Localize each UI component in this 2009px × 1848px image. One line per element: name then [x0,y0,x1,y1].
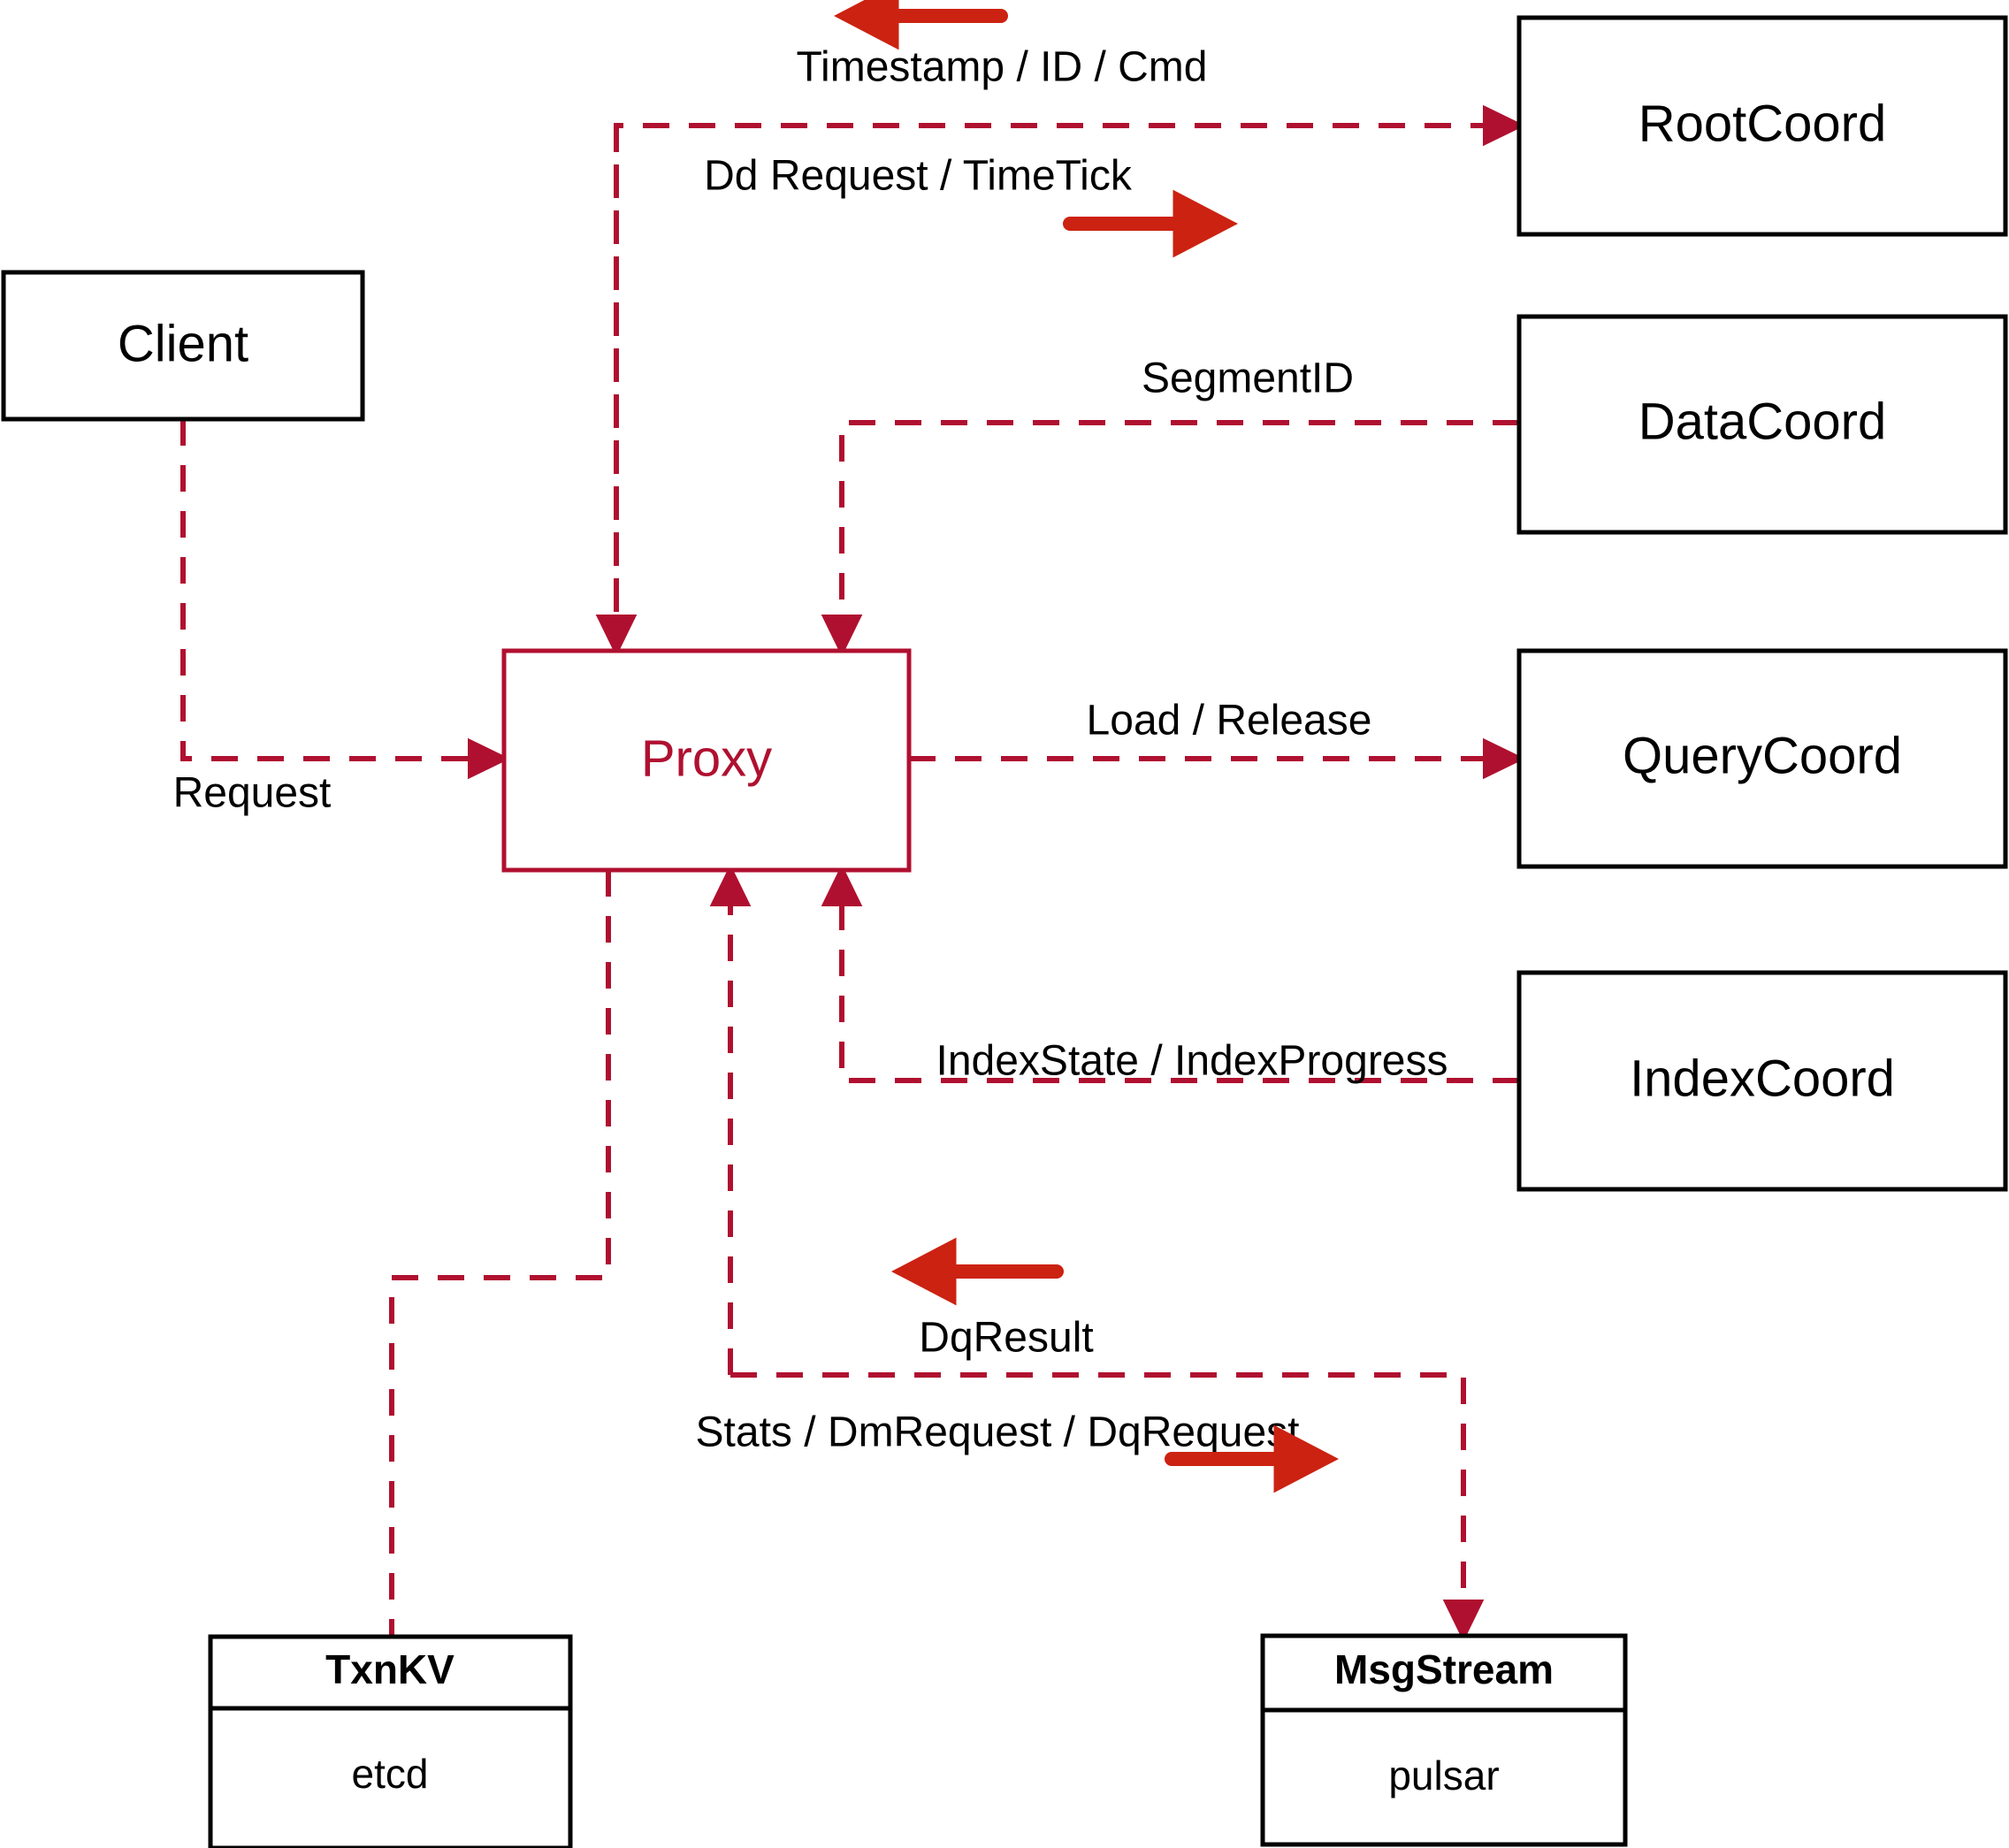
node-txnkv-impl: etcd [352,1751,429,1797]
edge-label-querycoord-in: Load / Release [1087,698,1372,745]
edge-client-request [180,419,510,780]
node-proxy-label: Proxy [641,729,772,787]
node-txnkv[interactable]: TxnKV etcd [208,1634,573,1848]
node-msgstream[interactable]: MsgStream pulsar [1260,1633,1628,1847]
node-rootcoord[interactable]: RootCoord [1516,15,2008,237]
edge-txnkv-link [389,870,611,1637]
node-proxy[interactable]: Proxy [501,648,912,873]
edge-rootcoord-in [614,104,1525,651]
node-datacoord-label: DataCoord [1639,393,1886,450]
node-client[interactable]: Client [1,270,365,422]
edge-msgstream-in [730,1372,1485,1642]
node-querycoord[interactable]: QueryCoord [1516,648,2008,869]
node-rootcoord-label: RootCoord [1639,95,1886,152]
edge-label-msgstream-out: DqResult [919,1315,1093,1362]
node-querycoord-label: QueryCoord [1623,727,1902,784]
edge-label-rootcoord-in: Dd Request / TimeTick [704,153,1133,200]
node-msgstream-title: MsgStream [1334,1646,1554,1692]
node-txnkv-title: TxnKV [325,1646,455,1692]
edge-datacoord-out [821,420,1519,657]
edge-label-client-request: Request [173,770,332,817]
node-indexcoord[interactable]: IndexCoord [1516,970,2008,1192]
edge-label-msgstream-in: Stats / DmRequest / DqRequest [696,1409,1300,1456]
edge-label-indexcoord-out: IndexState / IndexProgress [936,1038,1448,1085]
node-msgstream-impl: pulsar [1388,1753,1499,1798]
node-indexcoord-label: IndexCoord [1630,1050,1895,1107]
edge-label-datacoord-out: SegmentID [1142,355,1354,402]
node-client-label: Client [118,315,248,372]
node-datacoord[interactable]: DataCoord [1516,314,2008,535]
edge-label-rootcoord-out: Timestamp / ID / Cmd [797,44,1208,91]
